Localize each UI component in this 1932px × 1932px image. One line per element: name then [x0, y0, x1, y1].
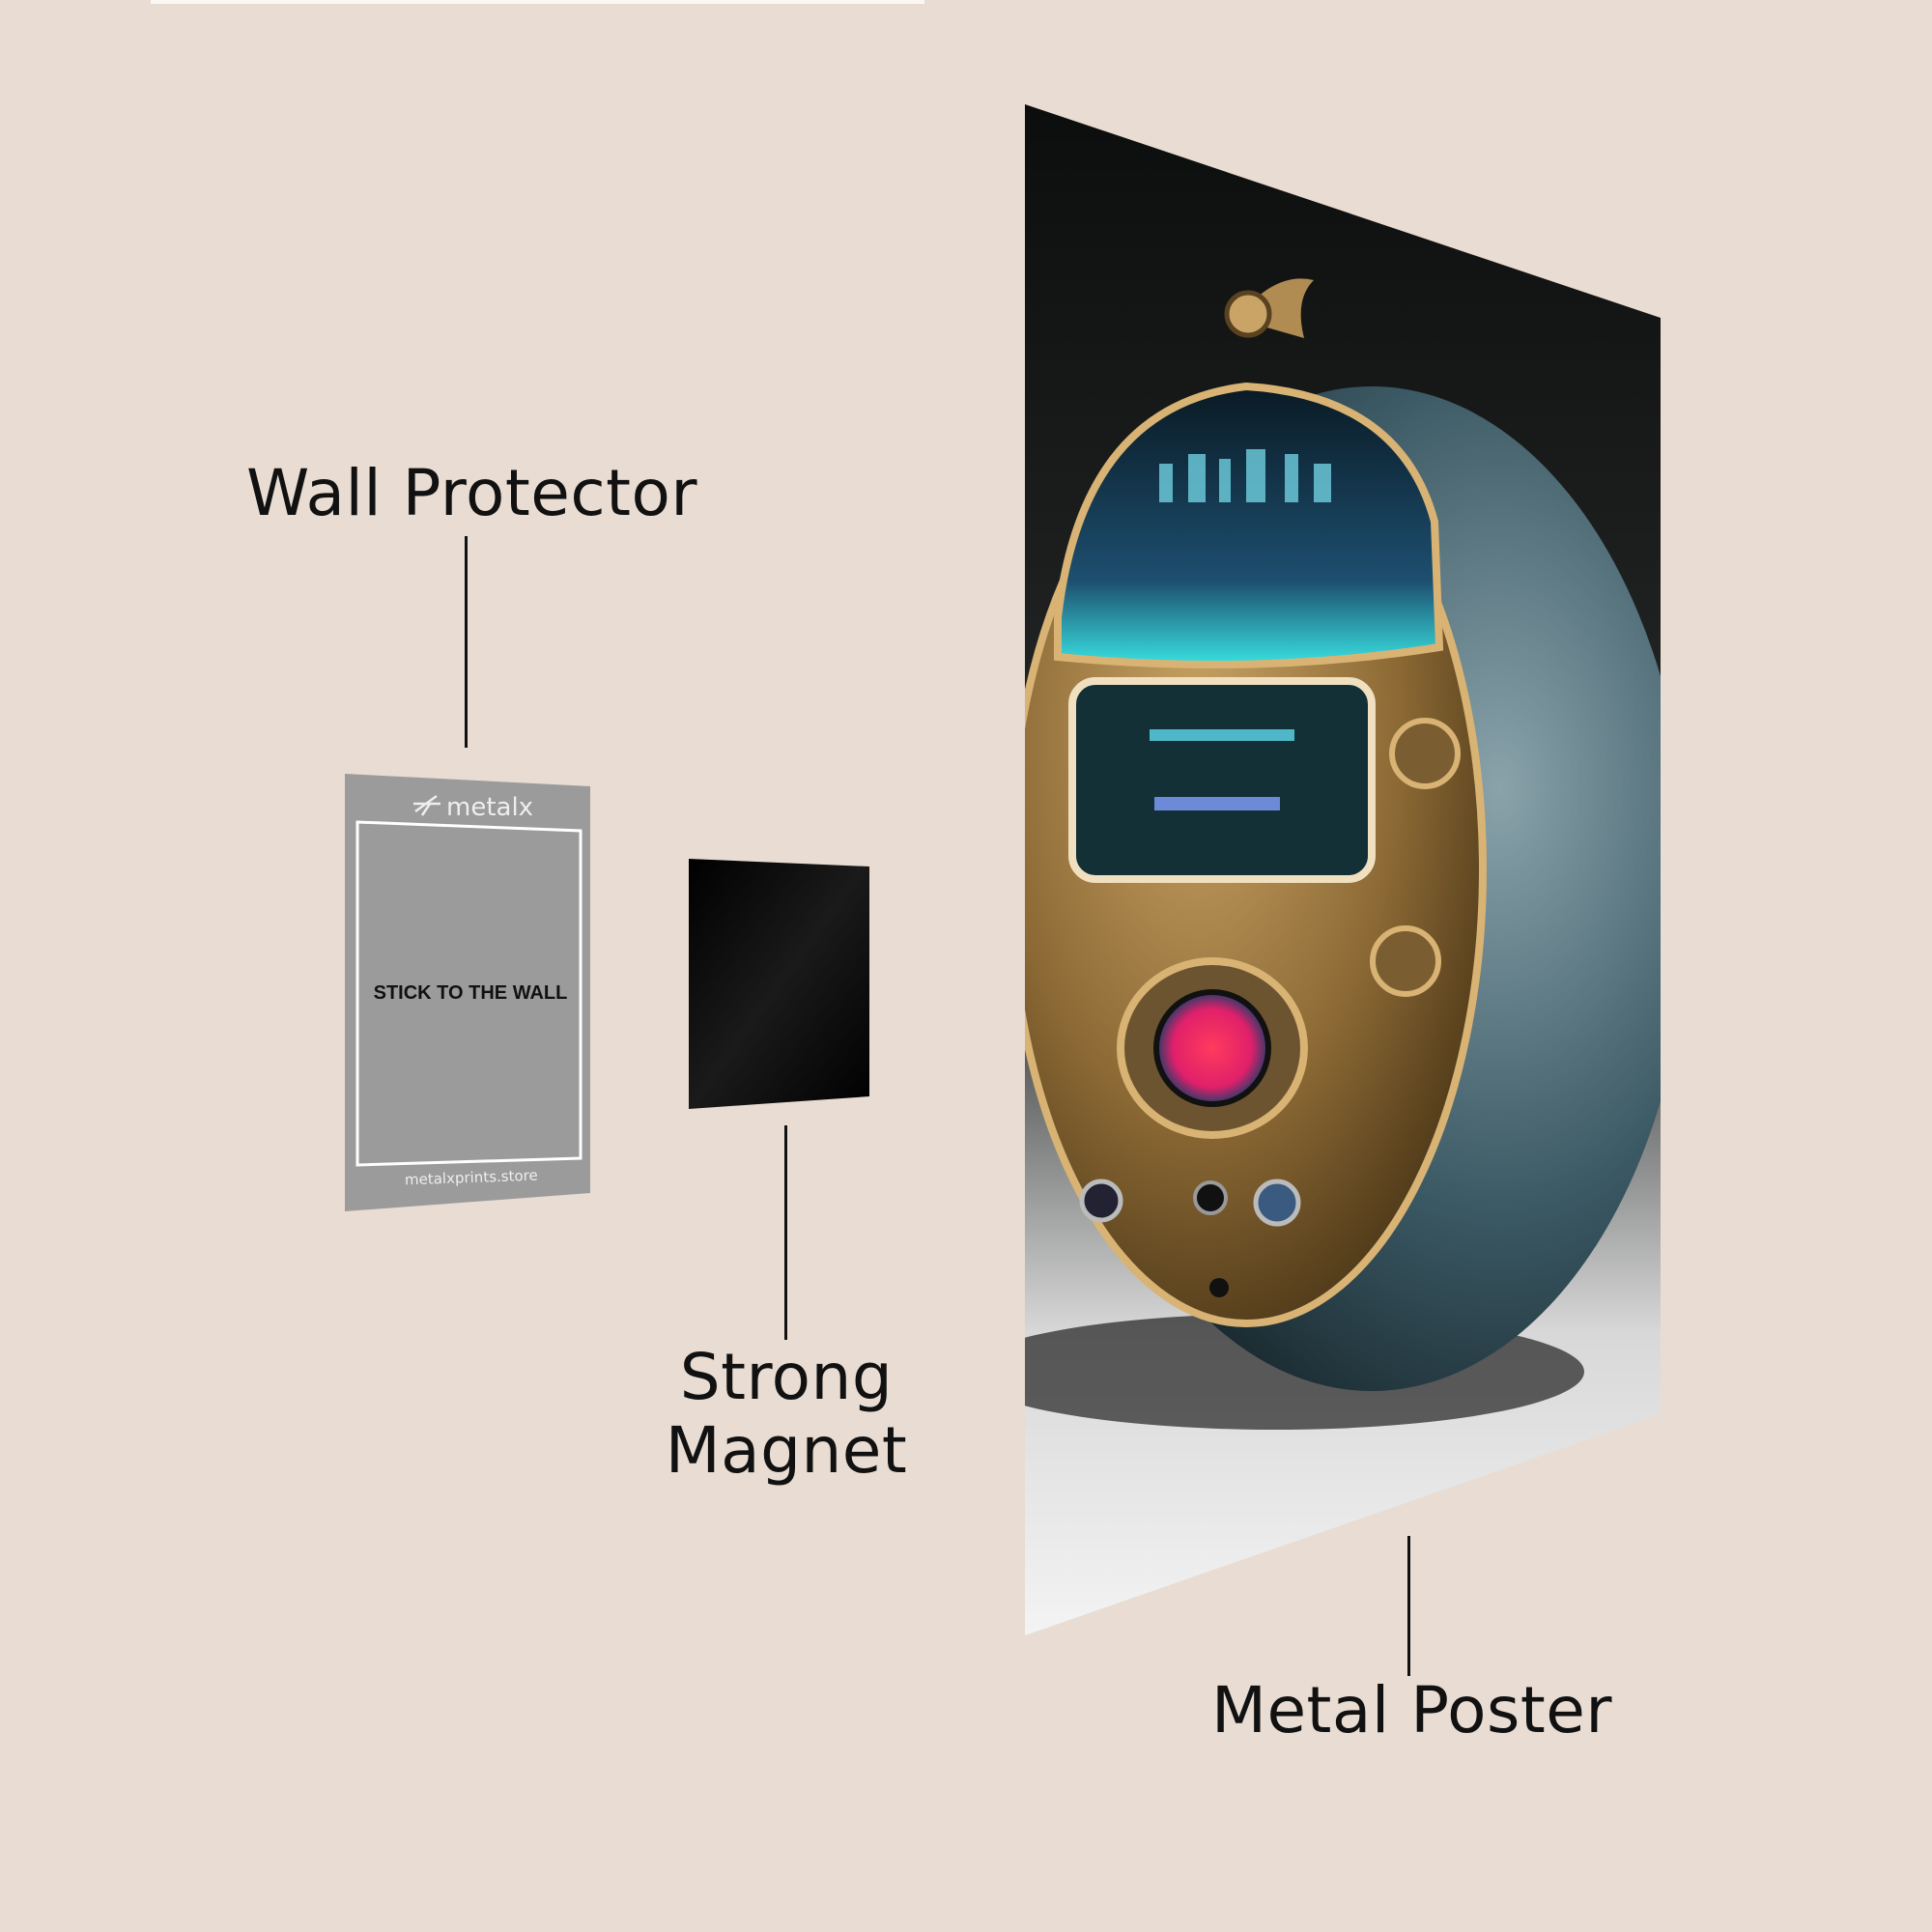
top-edge-strip — [151, 0, 924, 4]
metalx-logo-icon — [413, 794, 440, 816]
strong-magnet-leader-line — [784, 1125, 787, 1340]
wall-protector: metalx STICK TO THE WALL metalxprints.st… — [345, 774, 590, 1211]
wall-protector-label: Wall Protector — [246, 456, 698, 530]
protector-logo-text: metalx — [446, 793, 533, 822]
strong-magnet-label-line2: Magnet — [665, 1412, 908, 1488]
protector-instruction: STICK TO THE WALL — [374, 982, 568, 1004]
strong-magnet — [689, 859, 869, 1109]
wall-protector-leader-line — [465, 536, 468, 748]
strong-magnet-label: Strong Magnet — [593, 1341, 980, 1488]
metal-poster-label: Metal Poster — [1211, 1673, 1613, 1747]
metal-poster-leader-line — [1407, 1536, 1410, 1676]
metal-poster — [1025, 104, 1661, 1635]
protector-website: metalxprints.store — [405, 1167, 538, 1189]
strong-magnet-label-line1: Strong — [679, 1340, 894, 1414]
